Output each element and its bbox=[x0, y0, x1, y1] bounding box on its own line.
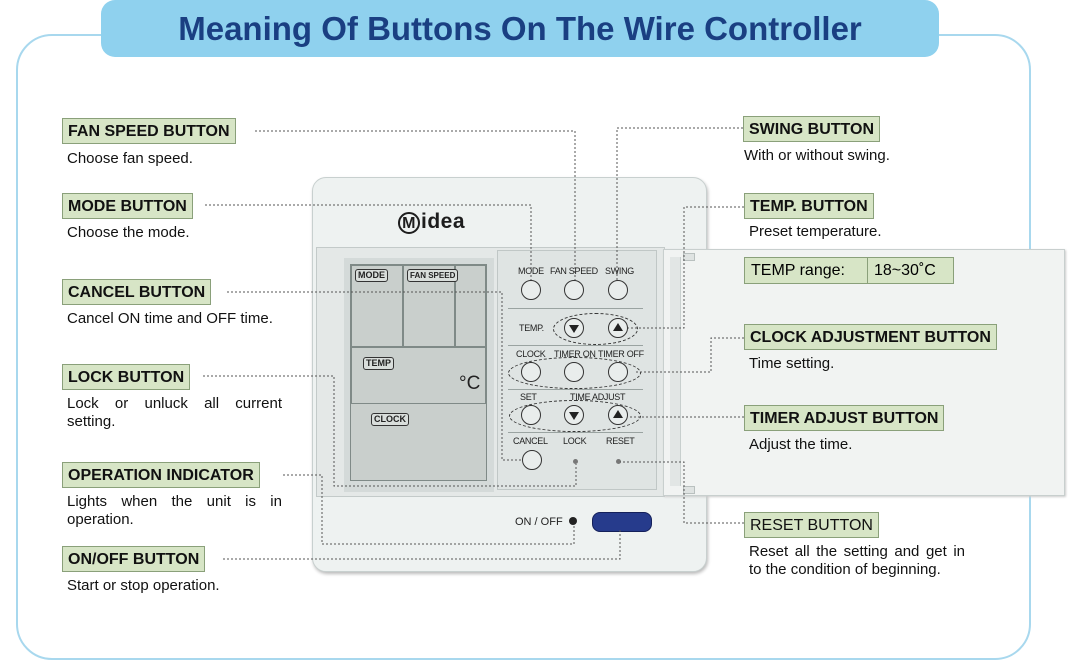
lock-button[interactable] bbox=[573, 459, 578, 464]
time-adjust-up-button[interactable] bbox=[608, 405, 628, 425]
leader-reset bbox=[620, 461, 744, 524]
set-button[interactable] bbox=[521, 405, 541, 425]
lock-button-desc: Lock or unluck all current setting. bbox=[67, 395, 282, 430]
onoff-button[interactable] bbox=[592, 512, 652, 532]
leader-swing bbox=[616, 127, 743, 280]
fan-speed-button-label: FAN SPEED BUTTON bbox=[62, 118, 236, 144]
temp-button-label: TEMP. BUTTON bbox=[744, 193, 874, 219]
arrow-down-icon bbox=[569, 325, 579, 333]
label-clock: CLOCK bbox=[516, 349, 546, 359]
timer-on-button[interactable] bbox=[564, 362, 584, 382]
divider bbox=[508, 308, 643, 309]
temp-range-value: 18~30˚C bbox=[874, 262, 936, 279]
onoff-button-desc: Start or stop operation. bbox=[67, 577, 220, 594]
clock-adjustment-button-desc: Time setting. bbox=[749, 355, 835, 372]
divider bbox=[508, 345, 643, 346]
lcd-unit: °C bbox=[459, 373, 481, 394]
label-timer-off: TIMER OFF bbox=[598, 349, 644, 359]
timer-adjust-button-desc: Adjust the time. bbox=[749, 436, 853, 453]
temp-range-table: TEMP range: 18~30˚C bbox=[744, 257, 954, 284]
swing-button[interactable] bbox=[608, 280, 628, 300]
swing-button-desc: With or without swing. bbox=[744, 147, 890, 164]
label-timer-on: TIMER ON bbox=[554, 349, 596, 359]
operation-indicator-led bbox=[569, 517, 577, 525]
leader-operation bbox=[283, 474, 575, 545]
lcd-display: MODE FAN SPEED TEMP CLOCK °C bbox=[350, 264, 487, 481]
clock-button[interactable] bbox=[521, 362, 541, 382]
lcd-cell bbox=[403, 265, 455, 347]
divider bbox=[508, 389, 643, 390]
label-reset: RESET bbox=[606, 436, 635, 446]
label-swing: SWING bbox=[605, 266, 634, 276]
label-time-adjust: TIME ADJUST bbox=[570, 392, 626, 402]
temp-button-group bbox=[553, 313, 638, 345]
lcd-tag-temp: TEMP bbox=[363, 357, 395, 370]
onoff-button-label: ON/OFF BUTTON bbox=[62, 546, 206, 572]
reset-button-label: RESET BUTTON bbox=[744, 512, 879, 538]
operation-indicator-label: OPERATION INDICATOR bbox=[62, 462, 260, 488]
reset-button[interactable] bbox=[616, 459, 621, 464]
lock-button-label: LOCK BUTTON bbox=[62, 364, 191, 390]
label-cancel: CANCEL bbox=[513, 436, 548, 446]
cancel-button[interactable] bbox=[522, 450, 542, 470]
lcd-tag-clock: CLOCK bbox=[371, 413, 409, 426]
cancel-button-desc: Cancel ON time and OFF time. bbox=[67, 310, 273, 327]
leader-temp bbox=[628, 206, 744, 329]
leader-onoff bbox=[223, 530, 621, 560]
leader-mode bbox=[205, 204, 532, 280]
lcd-cell bbox=[455, 265, 486, 347]
operation-indicator-desc: Lights when the unit is in operation. bbox=[67, 493, 282, 528]
label-temp: TEMP. bbox=[519, 323, 544, 333]
temp-down-button[interactable] bbox=[564, 318, 584, 338]
fan-speed-button[interactable] bbox=[564, 280, 584, 300]
clock-button-group bbox=[508, 357, 641, 389]
temp-button-desc: Preset temperature. bbox=[749, 223, 882, 240]
clock-adjustment-button-label: CLOCK ADJUSTMENT BUTTON bbox=[744, 324, 997, 350]
divider bbox=[508, 432, 643, 433]
leader-clock-adjust bbox=[636, 337, 744, 373]
arrow-down-icon bbox=[569, 412, 579, 420]
swing-button-label: SWING BUTTON bbox=[743, 116, 881, 142]
lcd-tag-fan-speed: FAN SPEED bbox=[407, 269, 459, 282]
lcd-cell bbox=[351, 265, 403, 347]
label-lock: LOCK bbox=[563, 436, 587, 446]
mode-button-desc: Choose the mode. bbox=[67, 224, 190, 241]
brand-text: idea bbox=[421, 210, 466, 233]
arrow-up-icon bbox=[613, 410, 623, 418]
temp-up-button[interactable] bbox=[608, 318, 628, 338]
reset-button-desc: Reset all the setting and get in to the … bbox=[749, 543, 965, 578]
lcd-cell bbox=[351, 347, 486, 404]
timer-off-button[interactable] bbox=[608, 362, 628, 382]
timer-adjust-button-label: TIMER ADJUST BUTTON bbox=[744, 405, 945, 431]
mode-button-label: MODE BUTTON bbox=[62, 193, 193, 219]
label-set: SET bbox=[520, 392, 537, 402]
label-fan-speed: FAN SPEED bbox=[550, 266, 598, 276]
lcd-tag-mode: MODE bbox=[355, 269, 388, 282]
time-adjust-down-button[interactable] bbox=[564, 405, 584, 425]
page-title: Meaning Of Buttons On The Wire Controlle… bbox=[101, 0, 939, 57]
onoff-label: ON / OFF bbox=[515, 516, 563, 528]
temp-range-key: TEMP range: bbox=[745, 258, 868, 283]
arrow-up-icon bbox=[613, 323, 623, 331]
leader-lock bbox=[203, 375, 577, 487]
cancel-button-label: CANCEL BUTTON bbox=[62, 279, 212, 305]
time-adjust-group bbox=[509, 400, 641, 432]
brand-mark-icon: M bbox=[398, 212, 420, 234]
controller-cover bbox=[663, 249, 1065, 496]
mode-button[interactable] bbox=[521, 280, 541, 300]
leader-fan-speed bbox=[255, 130, 576, 280]
fan-speed-button-desc: Choose fan speed. bbox=[67, 150, 193, 167]
leader-cancel bbox=[227, 291, 522, 461]
